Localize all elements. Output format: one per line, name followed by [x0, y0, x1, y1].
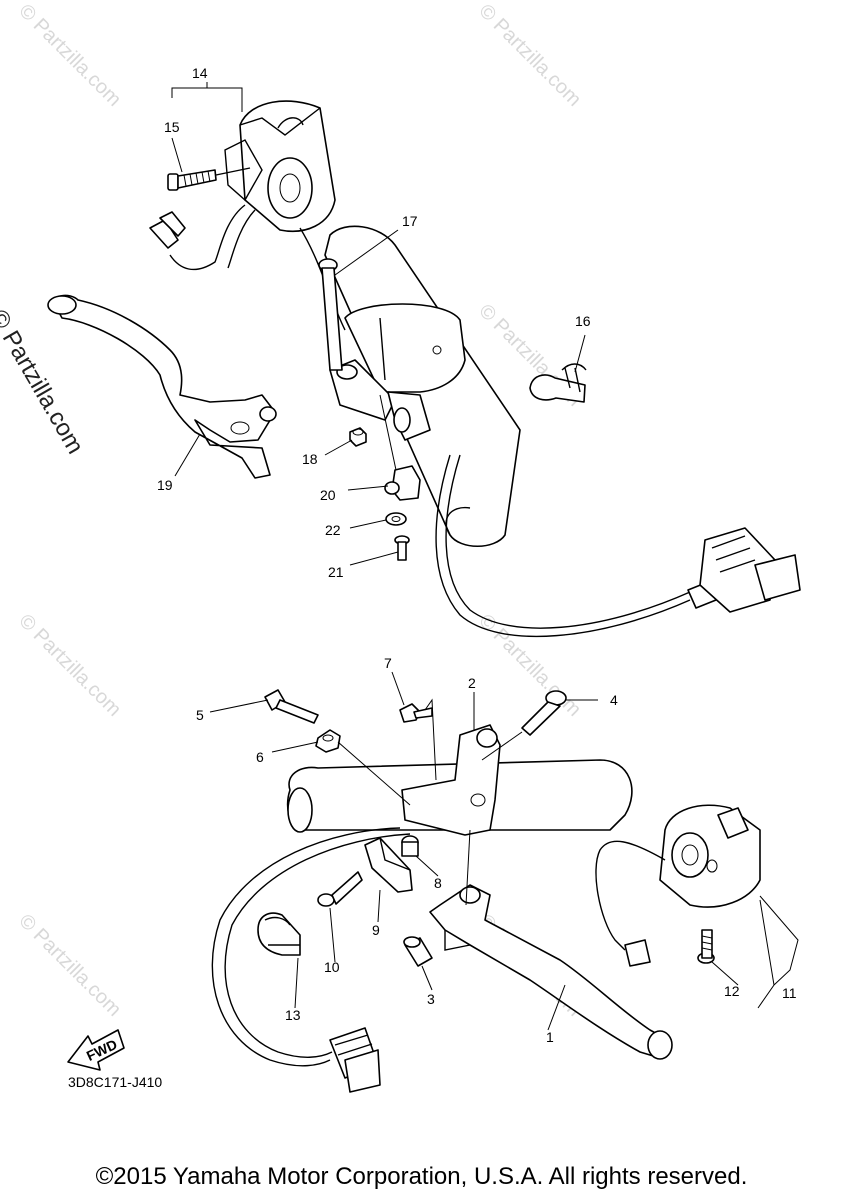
callout-15: 15 [164, 119, 180, 135]
callout-8: 8 [434, 875, 442, 891]
nut-6 [315, 729, 341, 753]
collar-3 [403, 936, 433, 967]
callout-21: 21 [328, 564, 344, 580]
leader-lines [171, 82, 799, 1031]
callout-10: 10 [324, 959, 340, 975]
lever-holder-2 [401, 724, 501, 836]
screw-21 [394, 535, 410, 561]
callout-18: 18 [302, 451, 318, 467]
callout-17: 17 [402, 213, 418, 229]
callout-4: 4 [610, 692, 618, 708]
screw-12 [697, 929, 715, 964]
connector-lower [329, 1027, 381, 1093]
copyright-notice: ©2015 Yamaha Motor Corporation, U.S.A. A… [95, 1163, 748, 1190]
clutch-switch-9 [364, 837, 413, 893]
figure-code: 3D8C171-J410 [68, 1074, 163, 1090]
nut-18 [349, 427, 367, 447]
clamp-16 [529, 363, 587, 403]
switch-assembly-11 [659, 804, 761, 908]
brake-lever-19 [53, 294, 276, 479]
upper-assembly [47, 100, 801, 638]
connector-upper [687, 527, 801, 613]
callout-3: 3 [427, 991, 435, 1007]
bolt-17 [318, 258, 343, 371]
fwd-arrow-icon: FWD [67, 1029, 125, 1071]
screw-15 [167, 167, 251, 191]
washer-22 [385, 512, 407, 526]
callout-13: 13 [285, 1007, 301, 1023]
callout-numbers: 14 15 17 16 18 19 20 22 21 7 2 4 5 6 8 9… [157, 65, 797, 1045]
callout-14: 14 [192, 65, 208, 81]
bolt-5 [264, 689, 319, 724]
callout-1: 1 [546, 1029, 554, 1045]
callout-2: 2 [468, 675, 476, 691]
screw-10 [317, 871, 363, 907]
callout-20: 20 [320, 487, 336, 503]
callout-7: 7 [384, 655, 392, 671]
clamp-13 [257, 912, 301, 956]
callout-22: 22 [325, 522, 341, 538]
callout-19: 19 [157, 477, 173, 493]
callout-5: 5 [196, 707, 204, 723]
brake-switch-20 [384, 465, 421, 501]
lower-assembly: FWD [67, 689, 761, 1093]
switch-assembly-14 [224, 100, 336, 232]
callout-16: 16 [575, 313, 591, 329]
collar-8 [401, 835, 419, 857]
bolt-4 [521, 690, 567, 736]
callout-11: 11 [782, 985, 797, 1001]
callout-12: 12 [724, 983, 740, 999]
master-cylinder [329, 303, 466, 441]
callout-9: 9 [372, 922, 380, 938]
callout-6: 6 [256, 749, 264, 765]
